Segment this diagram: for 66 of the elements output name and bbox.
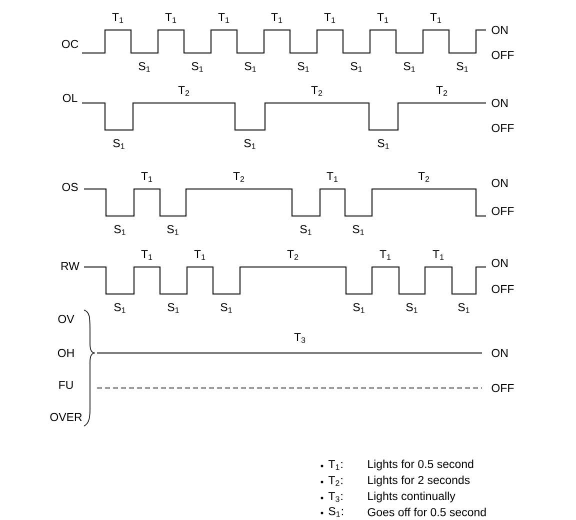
row-label: OC — [62, 40, 78, 48]
pulse-label: T$_{1}$ — [430, 13, 442, 23]
key-term: T$_{3}$: — [328, 492, 342, 502]
pulse-label: T$_{1}$ — [141, 172, 152, 182]
pulse-label: S$_{1}$ — [458, 303, 470, 313]
pulse-label: S$_{1}$ — [456, 62, 468, 72]
key-text: Lights continually — [368, 492, 456, 502]
row-label: OS — [62, 182, 78, 192]
level-label: ON — [492, 98, 508, 108]
level-label: ON — [492, 348, 508, 358]
pulse-label: S$_{1}$ — [352, 225, 364, 235]
pulse-label: T$_{2}$ — [418, 172, 430, 182]
pulse-label: S$_{1}$ — [168, 303, 179, 313]
row-label: OVER — [50, 412, 82, 422]
pulse-label: S$_{1}$ — [192, 62, 203, 72]
row-label: OH — [58, 348, 74, 358]
pulse-label: S$_{1}$ — [244, 139, 256, 149]
pulse-label: T$_{1}$ — [165, 13, 176, 23]
level-label: OFF — [492, 50, 514, 60]
row-label: OL — [62, 94, 78, 102]
row-label: RW — [61, 262, 80, 270]
level-label: OFF — [492, 124, 514, 132]
pulse-label: S$_{1}$ — [378, 139, 389, 149]
pulse-label: T$_{1}$ — [271, 13, 282, 23]
pulse-label: T$_{1}$ — [194, 250, 206, 260]
pulse-label: S$_{1}$ — [138, 62, 150, 72]
pulse-label: S$_{1}$ — [404, 62, 415, 72]
pulse-label: T$_{2}$ — [287, 250, 298, 260]
pulse-label: S$_{1}$ — [220, 303, 232, 313]
level-label: ON — [492, 26, 508, 34]
pulse-label: S$_{1}$ — [350, 62, 362, 72]
level-label: OFF — [492, 206, 514, 216]
pulse-label: T$_{2}$ — [233, 172, 244, 182]
pulse-label: T$_{1}$ — [218, 13, 230, 23]
key-term: S$_{1}$: — [328, 507, 343, 517]
key-text: Goes off for 0.5 second — [368, 508, 486, 516]
pulse-label: S$_{1}$ — [244, 62, 256, 72]
pulse-label: T$_{3}$ — [294, 333, 306, 343]
pulse-label: S$_{1}$ — [114, 225, 126, 235]
pulse-label: S$_{1}$ — [113, 139, 124, 149]
pulse-label: T$_{1}$ — [432, 250, 444, 260]
level-label: OFF — [492, 384, 514, 392]
key-text: Lights for 0.5 second — [368, 460, 474, 470]
row-label: FU — [59, 381, 73, 390]
pulse-label: S$_{1}$ — [300, 225, 312, 235]
pulse-label: T$_{1}$ — [326, 172, 338, 182]
level-label: ON — [492, 258, 508, 268]
pulse-label: S$_{1}$ — [298, 62, 309, 72]
pulse-label: T$_{2}$ — [436, 86, 448, 96]
pulse-label: T$_{1}$ — [112, 13, 124, 23]
pulse-label: T$_{2}$ — [311, 86, 322, 96]
pulse-label: S$_{1}$ — [114, 303, 126, 313]
key-term: T$_{2}$: — [328, 476, 342, 486]
pulse-label: T$_{2}$ — [178, 86, 190, 96]
pulse-label: T$_{1}$ — [377, 13, 388, 23]
pulse-label: T$_{1}$ — [141, 250, 152, 260]
pulse-label: S$_{1}$ — [406, 303, 418, 313]
row-label: OV — [58, 314, 74, 324]
pulse-label: T$_{1}$ — [324, 13, 336, 23]
level-label: OFF — [492, 284, 514, 294]
pulse-label: S$_{1}$ — [353, 303, 364, 313]
key-term: T$_{1}$: — [328, 460, 342, 470]
level-label: ON — [492, 178, 508, 188]
key-text: Lights for 2 seconds — [368, 476, 470, 486]
pulse-label: S$_{1}$ — [167, 225, 178, 235]
pulse-label: T$_{1}$ — [380, 250, 391, 260]
